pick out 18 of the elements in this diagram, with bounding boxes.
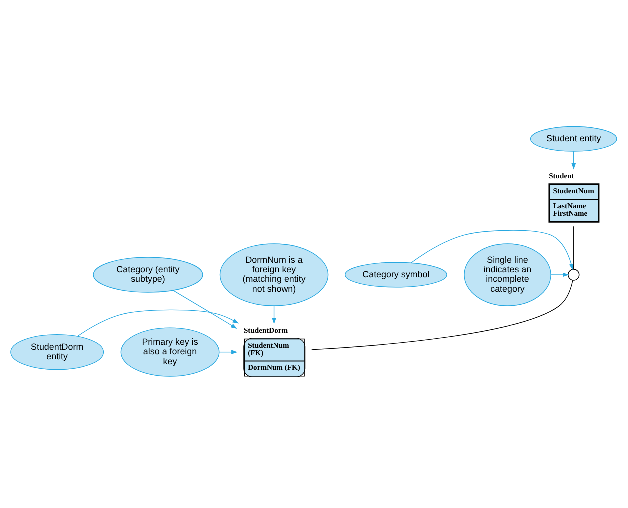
arrow (272, 306, 276, 324)
node-ellipse: Category (entity subtype) (93, 257, 204, 293)
node-ellipse: Student entity (530, 126, 618, 152)
arrow (550, 272, 570, 278)
arrow (219, 350, 238, 354)
arrow (410, 230, 574, 270)
node-ellipse: StudentDorm entity (10, 334, 104, 370)
node-ellipse: Single line indicates an incomplete category (464, 244, 552, 306)
arrow (173, 290, 238, 330)
arrow (572, 151, 576, 170)
node-label: Student (549, 171, 574, 180)
connector (312, 280, 574, 350)
arrow (78, 310, 240, 337)
node-ellipse: Primary key is also a foreign key (120, 328, 220, 377)
node-ellipse: Category symbol (345, 262, 448, 288)
node-ellipse: DormNum is a foreign key (matching entity not shown) (220, 244, 329, 306)
node-label: StudentDorm (244, 326, 288, 335)
node-circle (568, 269, 580, 281)
